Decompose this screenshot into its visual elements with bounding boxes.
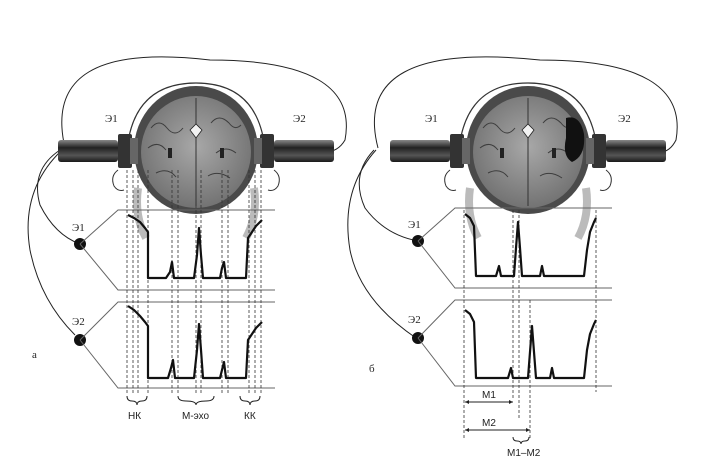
panel-b-trace-1	[464, 213, 597, 278]
panel-a-head-probes	[58, 83, 334, 238]
panel-a-electrode1-top-label: Э1	[105, 113, 118, 125]
panel-b-electrode1-top-label: Э1	[425, 113, 438, 125]
panel-a-near-field-label: НК	[128, 411, 141, 422]
panel-b-head-probes	[390, 83, 666, 238]
panel-a-m-echo-label: М-эхо	[182, 411, 210, 422]
panel-a-electrode1-node-label: Э1	[72, 222, 85, 234]
panel-a-electrode2-node-label: Э2	[72, 316, 85, 328]
panel-b-electrode2-node-label: Э2	[408, 314, 421, 326]
panel-a-far-field-label: КК	[244, 411, 256, 422]
panel-a: Э1 Э2 Э1 Э2	[27, 56, 347, 422]
panel-b: Э1 Э2 Э1 Э2 М1 М2 М1–М2 б	[347, 56, 678, 459]
panel-a-trace-1	[127, 214, 263, 280]
panel-b-electrode1-node-label: Э1	[408, 219, 421, 231]
panel-b-measurements	[465, 400, 530, 445]
panel-a-trace-2	[127, 305, 263, 380]
panel-b-electrode2-top-label: Э2	[618, 113, 631, 125]
panel-b-m1-label: М1	[482, 390, 496, 401]
panel-b-projection-lines	[463, 210, 597, 440]
panel-b-letter: б	[369, 363, 375, 375]
panel-b-cable	[373, 56, 678, 153]
panel-a-cable	[61, 56, 347, 153]
panel-b-trace-2	[464, 309, 597, 380]
panel-b-lesion	[564, 117, 585, 162]
panel-b-m2-label: М2	[482, 418, 496, 429]
panel-a-letter: а	[32, 349, 37, 361]
panel-a-electrode2-top-label: Э2	[293, 113, 306, 125]
panel-b-diff-label: М1–М2	[507, 448, 541, 459]
